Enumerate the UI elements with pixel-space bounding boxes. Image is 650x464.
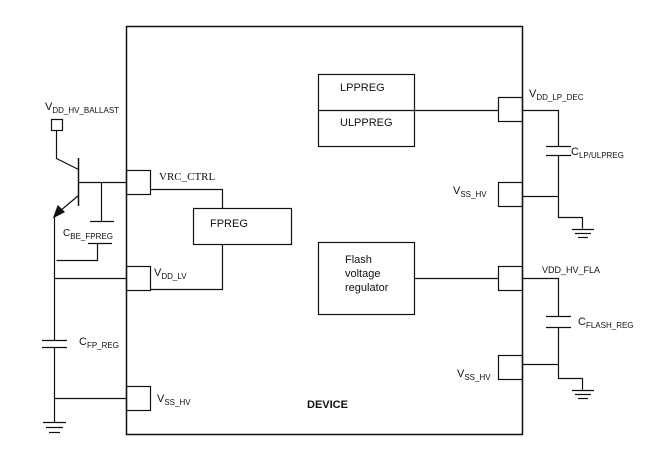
pin-label-main: VDD_HV_FLA: [542, 265, 601, 275]
pin-label-main: V: [154, 267, 162, 279]
c-lp-ulpreg-label: CLP/ULPREG: [571, 147, 624, 160]
label-main: V: [45, 101, 53, 113]
device-label: DEVICE: [307, 399, 348, 411]
pin-label-vss-hv-left: VSS_HV: [157, 394, 191, 407]
pin-label-vss-hv-right-2: VSS_HV: [457, 369, 491, 382]
wire-cap-flash-ground: [557, 327, 584, 390]
pin-vdd-lp-dec: [497, 96, 524, 123]
pin-label-sub: SS_HV: [464, 373, 491, 382]
pin-vrc-ctrl: [125, 169, 152, 196]
pin-label-main: V: [453, 185, 461, 197]
c-flash-reg-label: CFLASH_REG: [578, 317, 634, 330]
transistor-emitter: [59, 195, 79, 212]
wire-cap-lp-ground: [557, 155, 584, 229]
label-sub: LP/ULPREG: [578, 151, 624, 160]
wire-cap-be-emitter: [56, 243, 99, 262]
flash-regulator-line-3: regulator: [345, 281, 389, 294]
c-be-fpreg-label: CBE_FPREG: [63, 229, 113, 241]
pin-label-sub: DD_LP_DEC: [536, 93, 584, 102]
label-main: C: [79, 336, 87, 348]
c-fp-reg-label: CFP_REG: [79, 337, 119, 350]
wire-ballast-collector: [55, 130, 79, 171]
pin-label-main: V: [157, 393, 165, 405]
pin-label-vrc-ctrl: VRC_CTRL: [159, 172, 215, 185]
pin-label-main: V: [529, 88, 537, 100]
pin-vdd-hv-fla: [497, 265, 524, 292]
fpreg-block: [192, 207, 293, 246]
label-sub: DD_HV_BALLAST: [52, 106, 120, 115]
pin-label-vss-hv-right-1: VSS_HV: [453, 186, 487, 199]
ground-icon: [43, 421, 66, 434]
ground-icon: [572, 228, 594, 239]
label-sub: FLASH_REG: [585, 321, 634, 330]
ballast-supply-terminal: [50, 118, 64, 132]
flash-regulator-line-2: voltage: [345, 267, 381, 280]
label-main: C: [571, 146, 579, 158]
wire-vdd-hv-fla-cap: [522, 277, 560, 317]
flash-regulator-line-1: Flash: [345, 254, 372, 266]
ballast-supply-label: VDD_HV_BALLAST: [45, 102, 119, 115]
pin-vss-hv-right-1: [497, 181, 524, 208]
pin-vdd-lv: [125, 265, 152, 292]
pin-label-vdd-lv: VDD_LV: [154, 268, 187, 281]
emitter-arrow-icon: [52, 204, 66, 219]
pin-label-vdd-lp-dec: VDD_LP_DEC: [529, 89, 583, 102]
pin-label-sub: SS_HV: [164, 398, 191, 407]
fpreg-label: FPREG: [210, 218, 248, 230]
pin-label-main: VRC_CTRL: [159, 171, 216, 183]
pin-vss-hv-left: [125, 385, 152, 412]
label-main: C: [63, 228, 71, 239]
device-outline: [125, 25, 524, 436]
pin-vss-hv-right-2: [497, 354, 524, 381]
label-sub: FP_REG: [86, 341, 119, 350]
label-sub: BE_FPREG: [70, 232, 113, 241]
ground-icon: [572, 389, 594, 400]
lppreg-label: LPPREG: [340, 82, 385, 94]
ulppreg-label: ULPPREG: [340, 117, 393, 129]
flash-regulator-label: Flash voltage regulator: [345, 254, 388, 295]
pin-label-sub: SS_HV: [460, 190, 487, 199]
pin-label-main: V: [457, 368, 465, 380]
wire-vdd-lp-dec-cap: [522, 109, 560, 147]
wire-vrc-ctrl-fpreg: [150, 188, 224, 209]
pin-label-vdd-hv-fla: VDD_HV_FLA: [542, 266, 600, 278]
pin-label-sub: DD_LV: [161, 272, 187, 281]
wire-fpreg-vdd-lv: [150, 244, 224, 291]
label-main: C: [578, 316, 586, 328]
